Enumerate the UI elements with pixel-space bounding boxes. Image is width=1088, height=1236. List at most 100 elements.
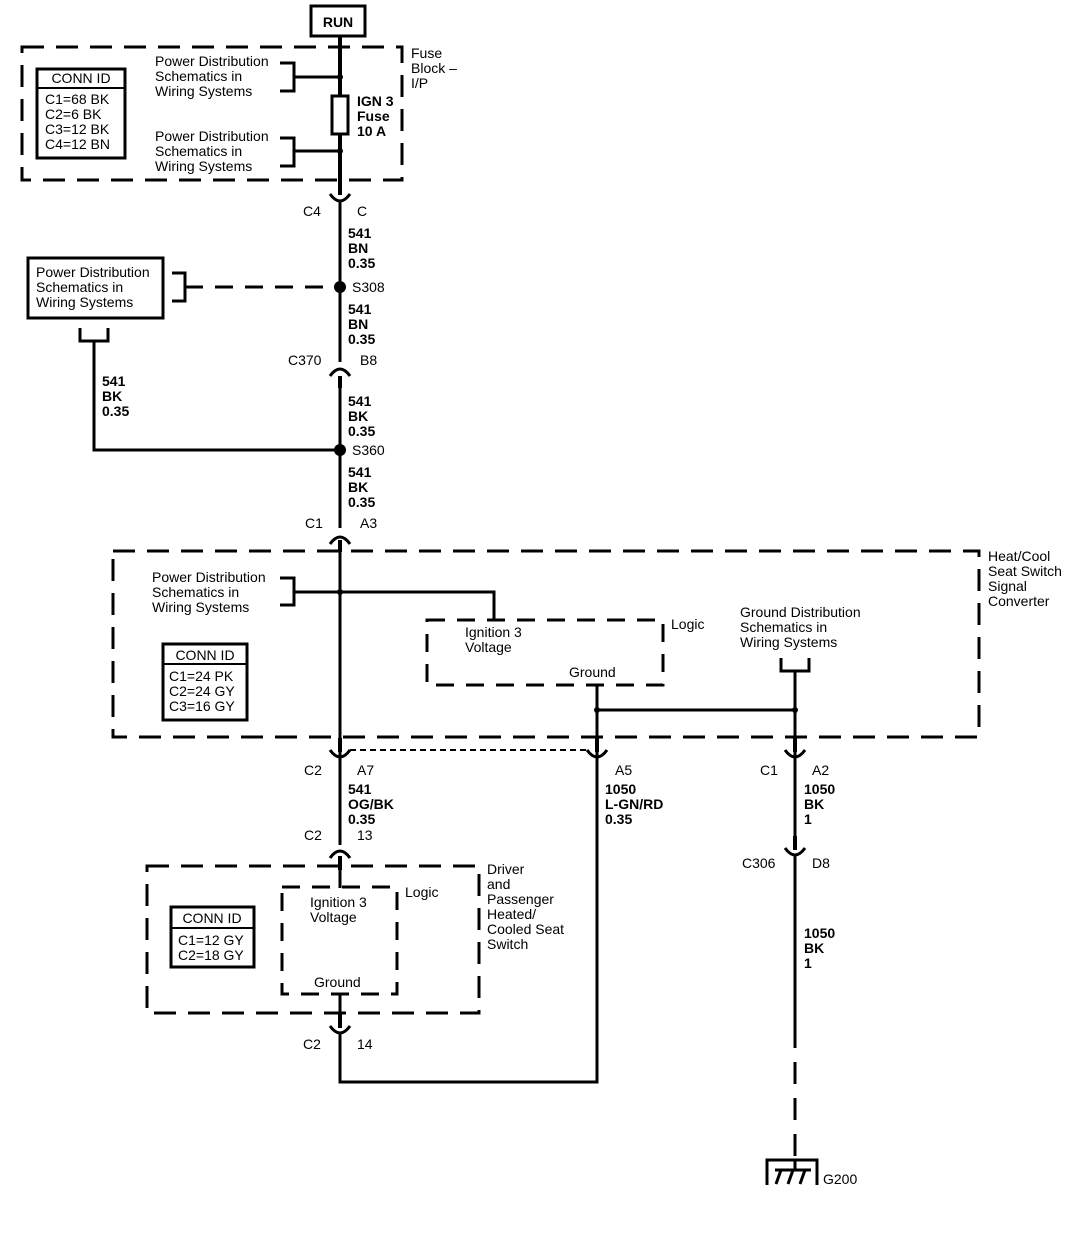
splice-s360-label: S360 — [352, 442, 385, 458]
wire-label: 541 BK 0.35 — [348, 393, 375, 439]
connector-c306-symbol — [783, 847, 807, 857]
ref-line: Schematics in — [155, 68, 242, 84]
converter-name: Heat/Cool Seat Switch Signal Converter — [988, 548, 1062, 609]
converter-enclosure — [111, 549, 981, 739]
fuse-block-name-line: Block – — [411, 60, 457, 76]
ref-line: Schematics in — [36, 279, 123, 295]
converter-name-line: Heat/Cool — [988, 548, 1050, 564]
converter-ground-label: Ground — [569, 664, 616, 680]
ref-line: Wiring Systems — [155, 158, 252, 174]
wire-color: BN — [348, 316, 368, 332]
converter-name-line: Seat Switch — [988, 563, 1062, 579]
connector-c1-a3-pin: A3 — [360, 515, 377, 531]
wire-color: BK — [804, 940, 824, 956]
connector-c2-14-symbol — [328, 1025, 352, 1035]
converter-ref-ground[interactable]: Ground Distribution Schematics in Wiring… — [740, 604, 861, 756]
connector-c1-a2-symbol — [783, 749, 807, 759]
wire-circuit: 541 — [348, 781, 372, 797]
conn-id-title: CONN ID — [182, 910, 241, 926]
converter-ref-power[interactable]: Power Distribution Schematics in Wiring … — [152, 569, 496, 620]
connector-c2-a7-symbol — [328, 749, 352, 759]
ref-line: Wiring Systems — [36, 294, 133, 310]
switch-ign-label: Ignition 3 — [310, 894, 367, 910]
connector-c4-name: C4 — [303, 203, 321, 219]
conn-id-row: C3=16 GY — [169, 698, 235, 714]
ref-line: Schematics in — [155, 143, 242, 159]
connector-c2-a7-name: C2 — [304, 762, 322, 778]
conn-id-row: C2=6 BK — [45, 106, 102, 122]
conn-id-title: CONN ID — [51, 70, 110, 86]
ground-g200-label: G200 — [823, 1171, 857, 1187]
switch-ground-label: Ground — [314, 974, 361, 990]
wire-gauge: 1 — [804, 811, 812, 827]
fuse-label-line: 10 A — [357, 123, 386, 139]
connector-c1-a2-pin: A2 — [812, 762, 829, 778]
connector-c2-14-pin: 14 — [357, 1036, 373, 1052]
connector-c2-14-name: C2 — [303, 1036, 321, 1052]
conn-id-row: C2=24 GY — [169, 683, 235, 699]
splice-s360 — [334, 444, 346, 456]
converter-ign-label: Voltage — [465, 639, 512, 655]
conn-id-row: C1=24 PK — [169, 668, 234, 684]
switch-name-line: Passenger — [487, 891, 554, 907]
ref-line: Schematics in — [740, 619, 827, 635]
converter-conn-id-table: CONN ID C1=24 PK C2=24 GY C3=16 GY — [161, 642, 249, 722]
conn-id-title: CONN ID — [175, 647, 234, 663]
wire-circuit: 1050 — [804, 781, 835, 797]
connector-a5-symbol — [585, 749, 609, 759]
ref-line: Wiring Systems — [152, 599, 249, 615]
wire-label: 1050 BK 1 — [804, 925, 835, 971]
wire-gauge: 0.35 — [348, 331, 375, 347]
ref-line: Power Distribution — [36, 264, 150, 280]
run-label: RUN — [323, 14, 353, 30]
connector-c1-a3-symbol — [328, 535, 352, 545]
connector-c370-pin: B8 — [360, 352, 377, 368]
wire-label: 541 BK 0.35 — [348, 464, 375, 510]
splice-s308 — [334, 281, 346, 293]
wire-circuit: 1050 — [605, 781, 636, 797]
wire-color: BK — [102, 388, 122, 404]
converter-logic-box — [425, 618, 665, 687]
wire-circuit: 541 — [348, 464, 372, 480]
wire-gauge: 1 — [804, 955, 812, 971]
fuse-block-name: Fuse Block – I/P — [411, 45, 457, 91]
junction-dot — [594, 707, 600, 713]
switch-name-line: Cooled Seat — [487, 921, 564, 937]
switch-logic-label: Logic — [405, 884, 438, 900]
wire-541-bk-left — [78, 328, 340, 452]
wire-color: BK — [348, 408, 368, 424]
wire-label: 541 BN 0.35 — [348, 301, 375, 347]
wire-circuit: 1050 — [804, 925, 835, 941]
switch-name-line: Heated/ — [487, 906, 536, 922]
conn-id-row: C1=12 GY — [178, 932, 244, 948]
ref-line: Schematics in — [152, 584, 239, 600]
fuse-block-ref-top[interactable]: Power Distribution Schematics in Wiring … — [155, 53, 340, 99]
fuse-block-name-line: Fuse — [411, 45, 442, 61]
switch-enclosure — [145, 864, 481, 1015]
fuse-symbol — [330, 94, 350, 136]
connector-c370-symbol — [328, 367, 352, 377]
conn-id-row: C3=12 BK — [45, 121, 110, 137]
switch-name-line: and — [487, 876, 510, 892]
fuse-block-name-line: I/P — [411, 75, 428, 91]
left-ref-box[interactable]: Power Distribution Schematics in Wiring … — [26, 256, 187, 320]
ref-line: Wiring Systems — [155, 83, 252, 99]
connector-c2-13-name: C2 — [304, 827, 322, 843]
junction-dot — [337, 148, 343, 154]
fuse-block-ref-bottom[interactable]: Power Distribution Schematics in Wiring … — [155, 128, 340, 174]
wire-gauge: 0.35 — [348, 423, 375, 439]
connector-c306-pin: D8 — [812, 855, 830, 871]
switch-ign-label: Voltage — [310, 909, 357, 925]
connector-c2-a7-pin: A7 — [357, 762, 374, 778]
connector-c1-a2-name: C1 — [760, 762, 778, 778]
fuse-label: IGN 3 Fuse 10 A — [357, 93, 394, 139]
conn-id-row: C2=18 GY — [178, 947, 244, 963]
junction-dot — [337, 74, 343, 80]
fuse-label-line: Fuse — [357, 108, 390, 124]
wire-color: L-GN/RD — [605, 796, 663, 812]
wire-gauge: 0.35 — [348, 494, 375, 510]
wire-color: OG/BK — [348, 796, 394, 812]
wire-circuit: 541 — [348, 301, 372, 317]
conn-id-row: C1=68 BK — [45, 91, 110, 107]
